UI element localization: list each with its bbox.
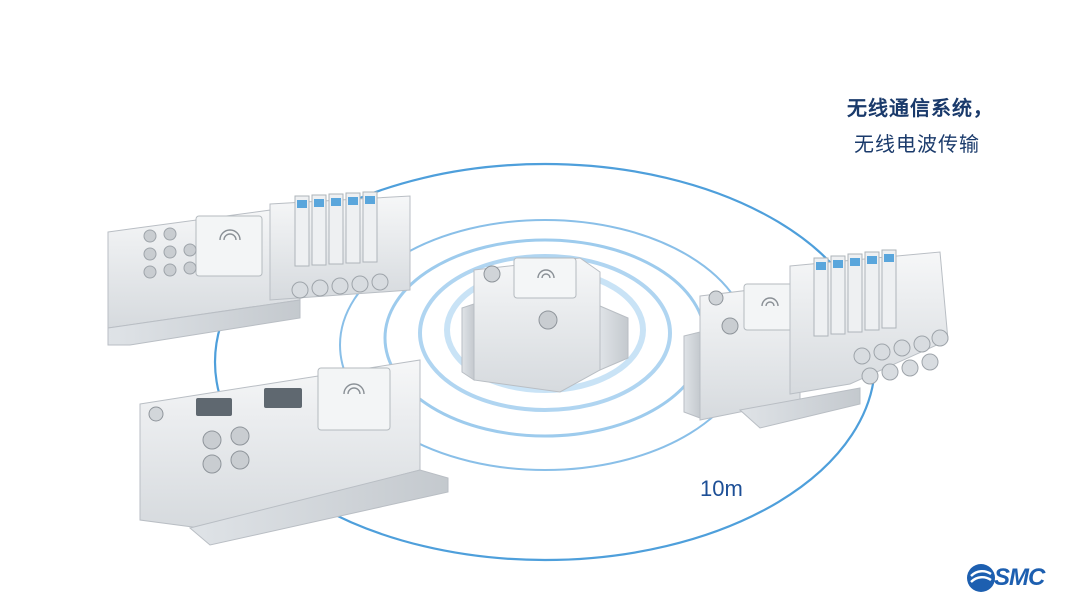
valve-manifold-right — [683, 249, 949, 429]
wireless-base-unit-center — [461, 257, 629, 393]
smc-logo-mark-icon — [967, 564, 995, 592]
headline-line-1: 无线通信系统， — [847, 96, 994, 120]
range-label: 10m — [700, 476, 743, 501]
smc-logo: SMC — [966, 562, 1064, 596]
smc-logo-text: SMC — [994, 564, 1045, 591]
valve-manifold-bottom-left — [139, 359, 449, 546]
headline-line-2: 无线电波传输 — [854, 132, 980, 156]
valve-manifold-top-left — [107, 191, 411, 346]
signal-ring-2 — [418, 254, 672, 412]
